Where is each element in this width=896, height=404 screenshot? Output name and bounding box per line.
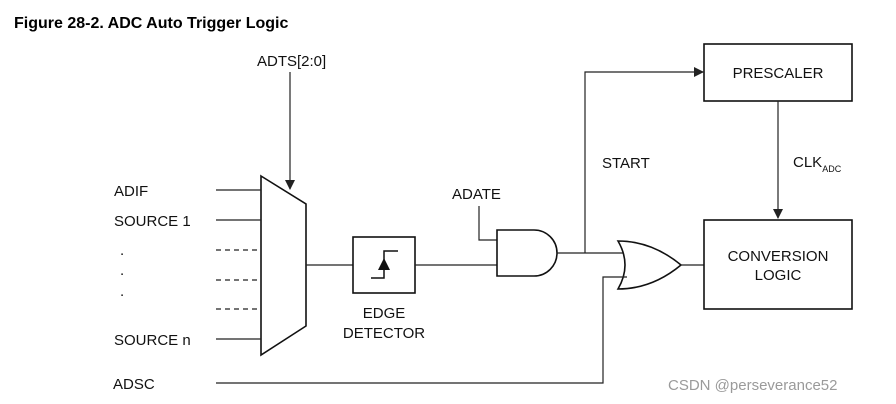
input-sourcen-label: SOURCE n [114, 332, 191, 349]
start-wire [584, 67, 704, 253]
adts-label: ADTS[2:0] [257, 53, 326, 70]
conversion-logic-label-1: CONVERSION [728, 248, 829, 265]
adsc-wire [216, 276, 627, 384]
input-adif-label: ADIF [114, 183, 148, 200]
edge-detector-label-2: DETECTOR [343, 325, 425, 342]
input-dot-2: . [120, 262, 124, 279]
edge-detector-label-1: EDGE [363, 305, 406, 322]
prescaler-label: PRESCALER [733, 65, 824, 82]
conversion-logic-block [703, 219, 853, 310]
watermark: CSDN @perseverance52 [668, 377, 837, 394]
clk-main-text: CLK [793, 154, 822, 171]
prescaler-block [703, 43, 853, 102]
edge-arrow-icon [378, 258, 390, 270]
multiplexer [260, 174, 307, 357]
adate-wire [478, 206, 497, 241]
or-gate [616, 240, 683, 290]
clk-subscript-text: ADC [822, 164, 842, 174]
input-source1-label: SOURCE 1 [114, 213, 191, 230]
and-gate [496, 229, 558, 277]
adsc-label: ADSC [113, 376, 155, 393]
adate-label: ADATE [452, 186, 501, 203]
input-dot-1: . [120, 242, 124, 259]
conversion-logic-label-2: LOGIC [755, 267, 802, 284]
figure-title: Figure 28-2. ADC Auto Trigger Logic [14, 15, 288, 32]
start-label: START [602, 155, 650, 172]
input-dot-3: . [120, 283, 124, 300]
clk-label: CLKADC [793, 154, 842, 174]
